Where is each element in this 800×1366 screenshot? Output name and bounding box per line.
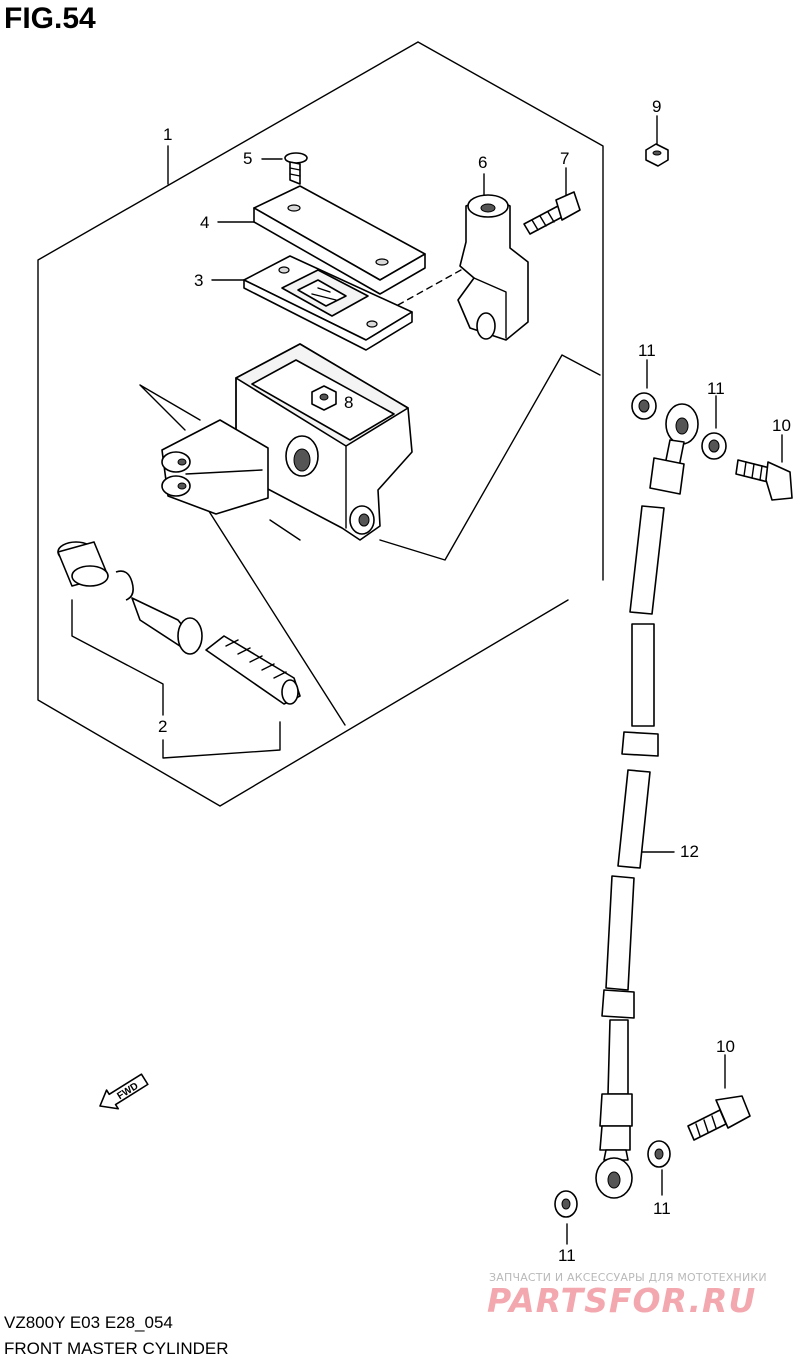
washer-11a xyxy=(631,392,657,420)
washer-11c xyxy=(647,1140,671,1168)
bracket-2 xyxy=(71,599,281,759)
callout-4: 4 xyxy=(200,213,210,232)
callout-8: 8 xyxy=(344,393,354,412)
clip-part-8 xyxy=(311,385,337,411)
nut-part-9 xyxy=(645,143,669,167)
diaphragm-part-3 xyxy=(243,255,413,351)
figure-name: FRONT MASTER CYLINDER xyxy=(4,1339,229,1358)
callout-9: 9 xyxy=(652,97,662,116)
callout-11-c: 11 xyxy=(653,1199,671,1218)
fwd-arrow-icon: FWD xyxy=(99,1073,149,1110)
callout-6: 6 xyxy=(478,153,488,172)
callout-5: 5 xyxy=(243,149,253,168)
brake-hose-part-12 xyxy=(595,403,699,1199)
callout-1: 1 xyxy=(163,125,173,144)
figure-title: FIG.54 xyxy=(4,2,96,35)
callout-11-d: 11 xyxy=(558,1246,576,1265)
callout-7: 7 xyxy=(560,149,570,168)
master-cylinder-body xyxy=(161,343,413,541)
bolt-part-7 xyxy=(523,191,581,235)
washer-11d xyxy=(554,1190,578,1218)
callout-10-a: 10 xyxy=(772,416,791,435)
callout-10-b: 10 xyxy=(716,1037,735,1056)
guide-lines xyxy=(139,354,601,726)
dash-guide xyxy=(397,264,471,306)
callout-2: 2 xyxy=(158,717,168,736)
screw-part-5 xyxy=(284,152,308,185)
holder-clamp-part-6 xyxy=(457,194,529,341)
washer-11b xyxy=(701,432,727,460)
union-bolt-10a xyxy=(735,459,793,501)
model-code: VZ800Y E03 E28_054 xyxy=(4,1313,173,1332)
assembly-boundary xyxy=(37,41,604,807)
callout-11-b: 11 xyxy=(707,379,725,398)
piston-kit-part-2 xyxy=(57,541,301,705)
watermark-tagline: ЗАПЧАСТИ И АКСЕССУАРЫ ДЛЯ МОТОТЕХНИКИ xyxy=(489,1271,767,1284)
reservoir-cap-part-4 xyxy=(253,185,426,295)
callout-12: 12 xyxy=(680,842,699,861)
callout-3: 3 xyxy=(194,271,204,290)
watermark-brand: PARTSFOR.RU xyxy=(487,1281,757,1320)
union-bolt-10b xyxy=(687,1095,751,1141)
callout-11-a: 11 xyxy=(638,341,656,360)
